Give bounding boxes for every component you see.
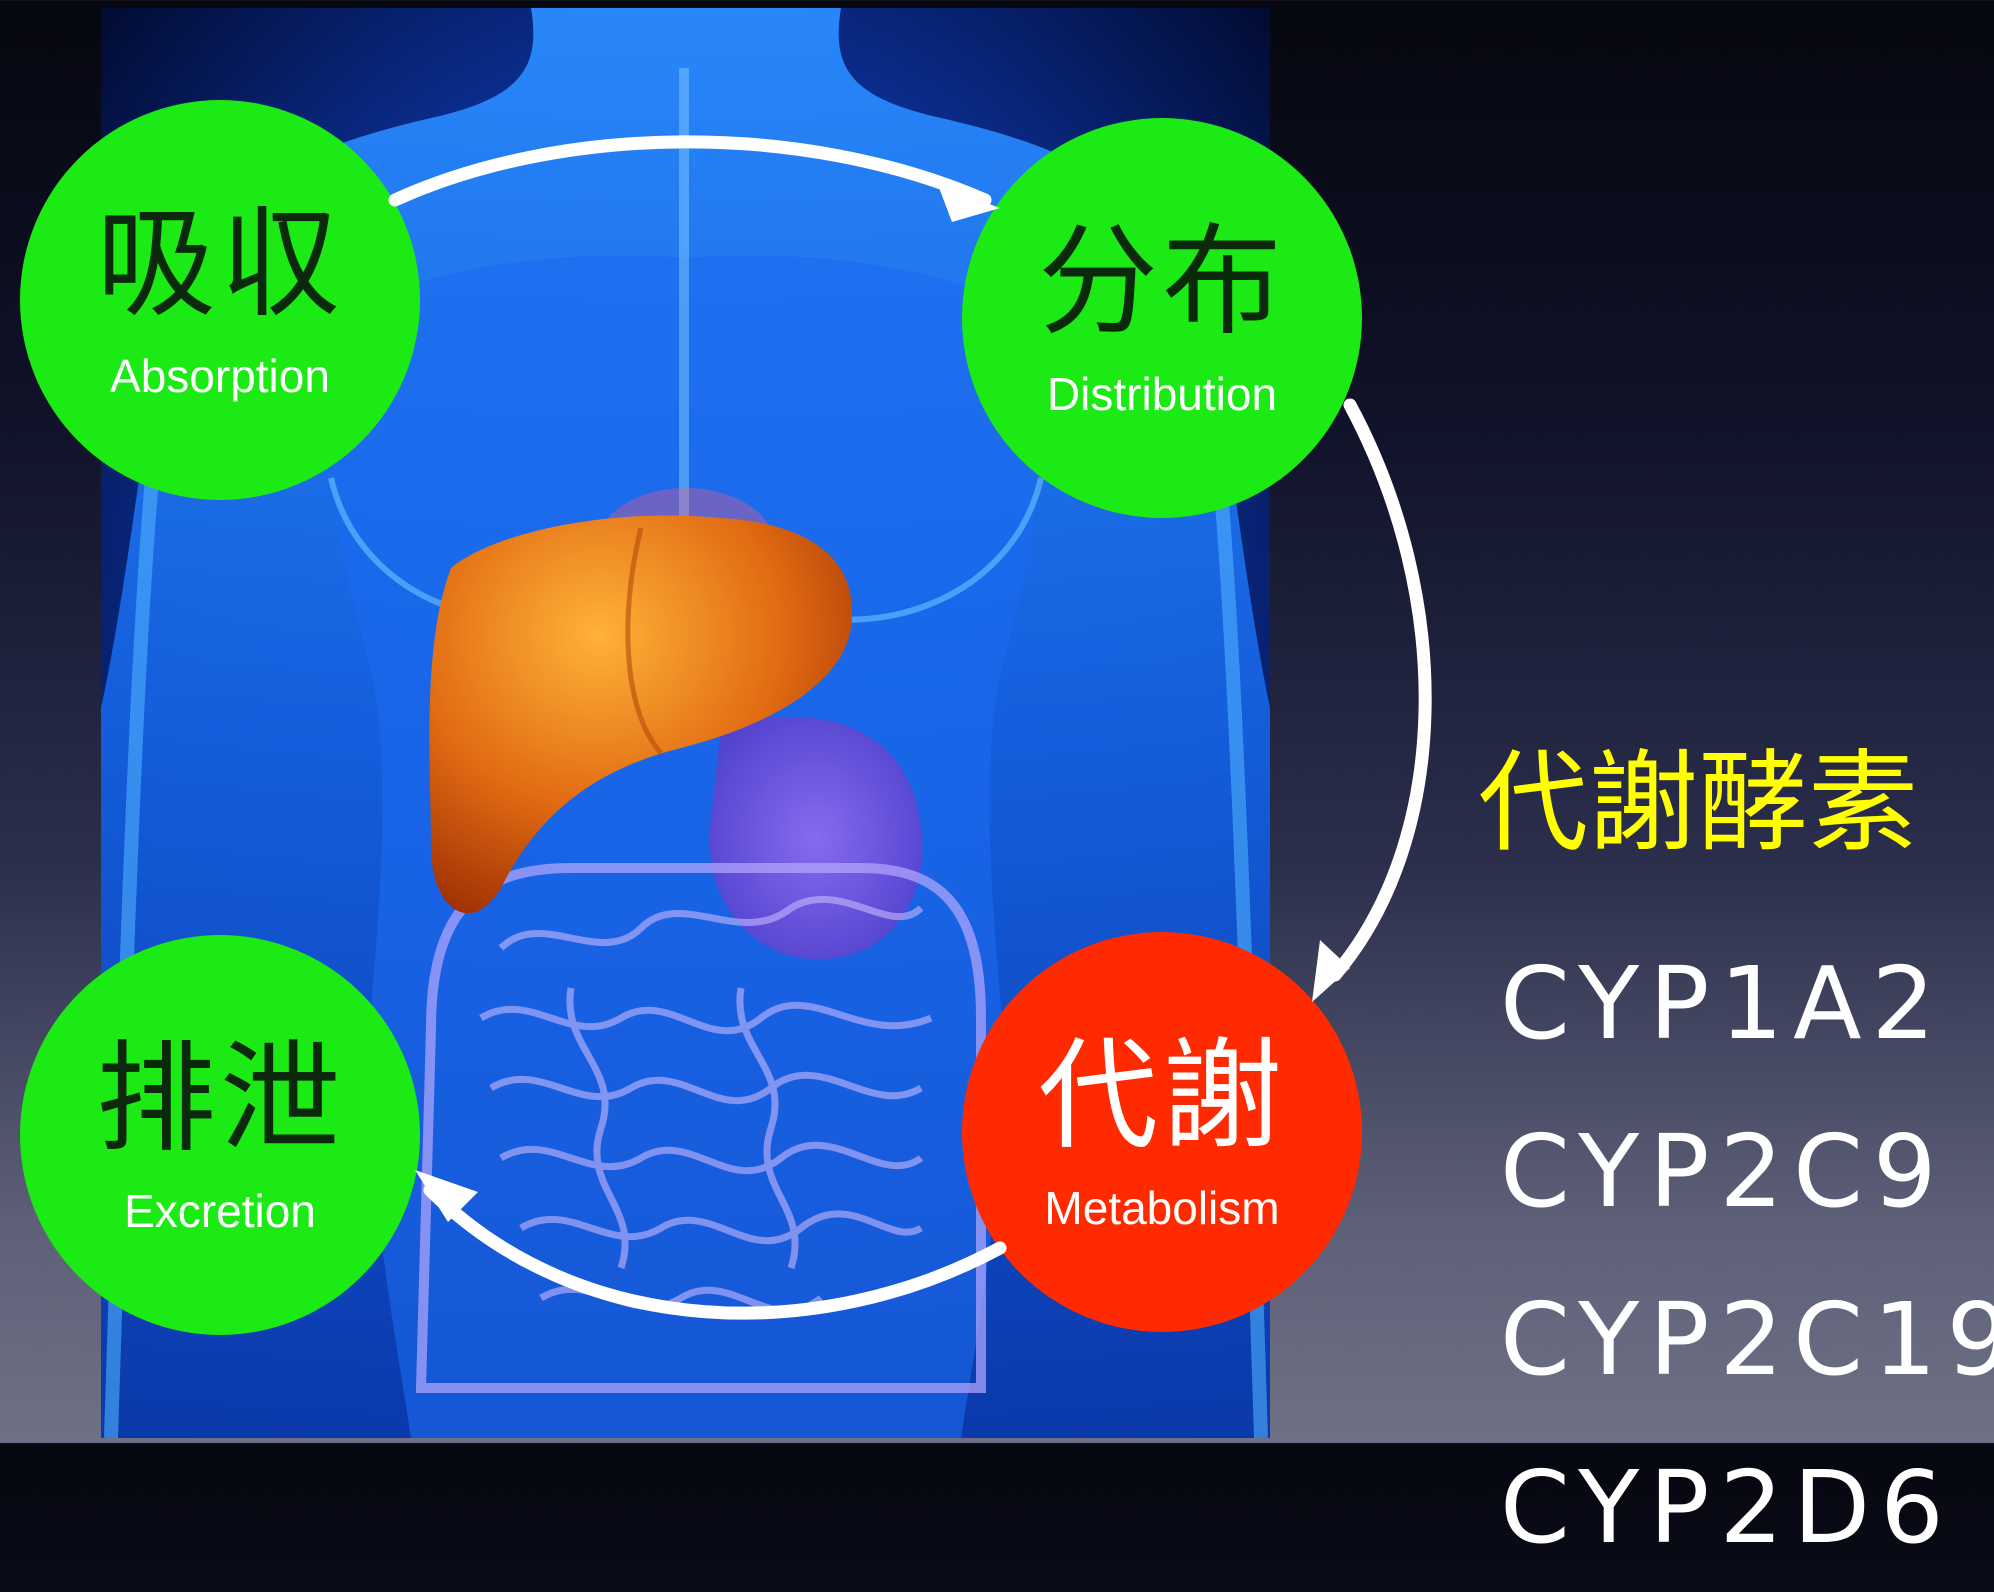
metabolism-stage: 代謝 Metabolism — [962, 932, 1362, 1332]
enzyme-item: CYP2C9 — [1500, 1088, 1994, 1256]
enzyme-item: CYP2C19 — [1500, 1256, 1994, 1424]
arrow-distribution-to-metabolism — [1335, 405, 1425, 975]
excretion-label: Excretion — [20, 1185, 420, 1237]
metabolism-label: Metabolism — [962, 1182, 1362, 1234]
distribution-label: Distribution — [962, 368, 1362, 420]
absorption-kanji: 吸収 — [20, 200, 420, 330]
excretion-stage: 排泄 Excretion — [20, 935, 420, 1335]
metabolism-kanji: 代謝 — [962, 1032, 1362, 1162]
enzyme-item: CYP1A2 — [1500, 920, 1994, 1088]
excretion-kanji: 排泄 — [20, 1035, 420, 1165]
distribution-kanji: 分布 — [962, 218, 1362, 348]
arrowhead-metabolism — [1312, 940, 1350, 1002]
absorption-label: Absorption — [20, 350, 420, 402]
enzyme-list: CYP1A2 CYP2C9 CYP2C19 CYP2D6 — [1500, 920, 1994, 1592]
enzyme-title: 代謝酵素 — [1478, 738, 1978, 868]
absorption-stage: 吸収 Absorption — [20, 100, 420, 500]
distribution-stage: 分布 Distribution — [962, 118, 1362, 518]
enzyme-item: CYP2D6 — [1500, 1424, 1994, 1592]
